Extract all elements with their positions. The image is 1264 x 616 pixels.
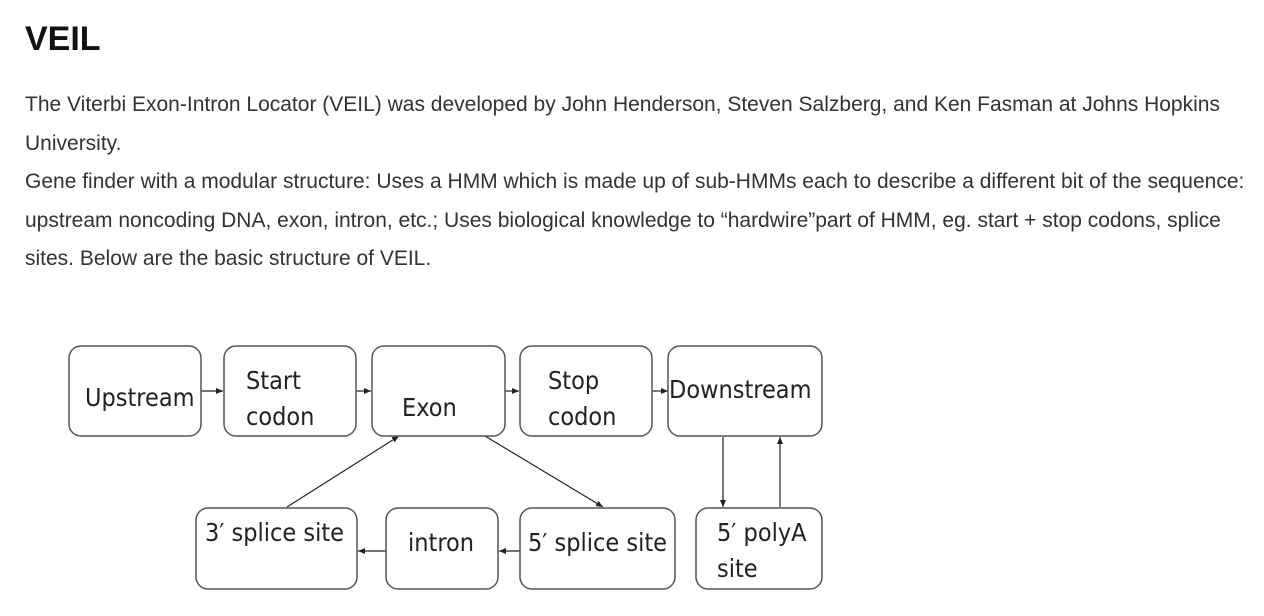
diagram-edges <box>201 388 783 554</box>
intro-paragraph-1: The Viterbi Exon-Intron Locator (VEIL) w… <box>25 93 1220 155</box>
node-downstream: Downstream <box>667 345 823 437</box>
svg-text:5′ splice site: 5′ splice site <box>528 528 667 557</box>
node-stop-codon: Stop codon <box>519 345 653 437</box>
node-intron: intron <box>385 507 499 590</box>
node-polya-site: 5′ polyA site <box>695 507 823 590</box>
node-five-splice-site: 5′ splice site <box>519 507 676 590</box>
svg-text:Upstream: Upstream <box>85 383 195 412</box>
svg-text:Downstream: Downstream <box>669 375 812 404</box>
svg-text:site: site <box>717 554 758 583</box>
svg-text:intron: intron <box>408 528 474 557</box>
svg-text:codon: codon <box>548 402 616 431</box>
intro-text: The Viterbi Exon-Intron Locator (VEIL) w… <box>25 86 1250 279</box>
page-title: VEIL <box>25 20 101 58</box>
node-three-splice-site: 3′ splice site <box>195 507 358 590</box>
node-start-codon: Start codon <box>223 345 357 437</box>
node-exon: Exon <box>371 345 506 437</box>
edge-exon-to-five-splice-site <box>484 435 604 508</box>
intro-paragraph-2: Gene finder with a modular structure: Us… <box>25 170 1245 270</box>
edge-three-splice-site-to-exon <box>286 435 400 508</box>
svg-text:Stop: Stop <box>548 366 599 395</box>
svg-text:Start: Start <box>246 366 301 395</box>
node-upstream: Upstream <box>68 345 202 437</box>
svg-text:Exon: Exon <box>402 393 457 422</box>
svg-text:codon: codon <box>246 402 314 431</box>
svg-text:5′ polyA: 5′ polyA <box>717 518 807 547</box>
svg-text:3′ splice site: 3′ splice site <box>205 518 344 547</box>
